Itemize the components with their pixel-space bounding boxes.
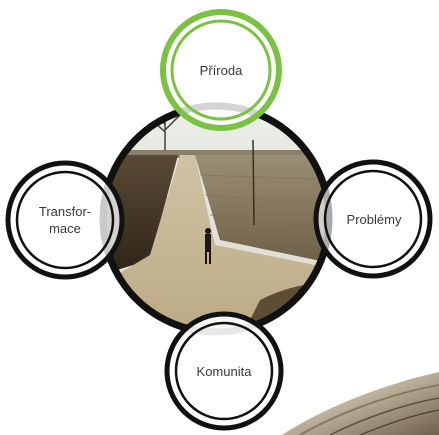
node-transformace-outer-ring [8,163,122,277]
node-komunita-label: Komunita [197,364,253,379]
node-problemy-label: Problémy [347,212,402,227]
node-transformace-label-line1: Transfor- [39,204,91,219]
node-problemy[interactable]: Problémy [316,162,430,276]
corner-decoration-image [282,372,439,435]
node-transformace-label-line2: mace [49,221,81,236]
node-priroda[interactable]: Příroda [163,12,279,128]
node-komunita[interactable]: Komunita [167,314,281,428]
node-transformace[interactable]: Transfor- mace [8,163,122,277]
node-priroda-label: Příroda [200,63,243,78]
